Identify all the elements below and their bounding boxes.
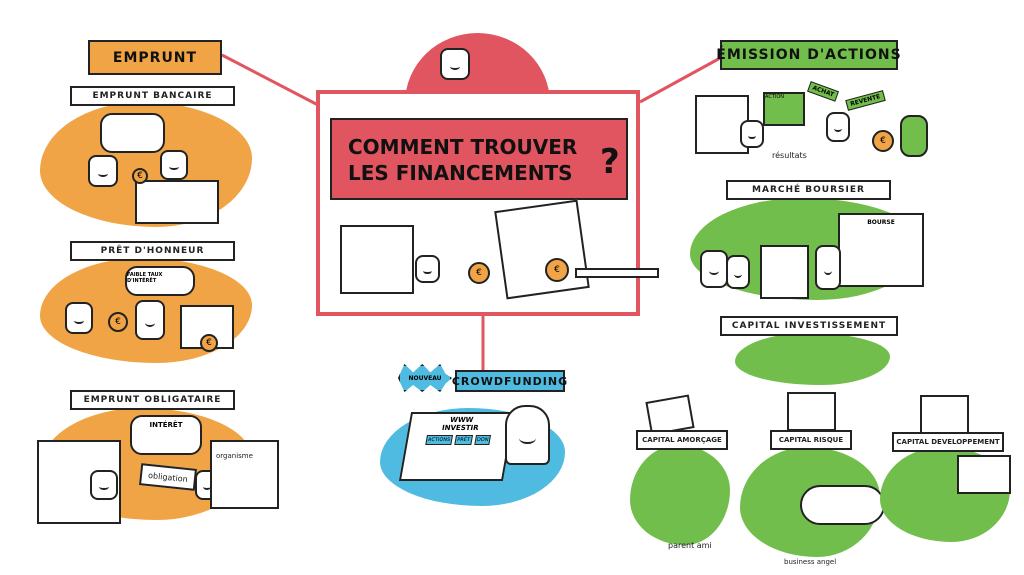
character (726, 255, 750, 289)
money-bag-icon: € (132, 168, 148, 184)
factory-character (920, 395, 969, 434)
thought-bubble (800, 485, 885, 525)
bourse-building: BOURSE (838, 213, 924, 287)
money-bag-icon: € (200, 334, 218, 352)
investissement-blob (735, 333, 890, 385)
screen-url: WWW (449, 416, 474, 424)
title-line-1: COMMENT TROUVER (348, 135, 578, 159)
euro-coin-icon: € (545, 258, 569, 282)
user-character (505, 405, 550, 465)
don-button[interactable]: DON (473, 435, 492, 445)
factory-character (494, 199, 590, 300)
euro-coin-icon: € (468, 262, 490, 284)
investor-character (826, 112, 850, 142)
actions-button[interactable]: ACTIONS (425, 435, 454, 445)
emprunt-heading: EMPRUNT (88, 40, 222, 75)
character (65, 302, 93, 334)
money-bag-icon: € (108, 312, 128, 332)
title-question-mark: ? (600, 142, 620, 182)
emprunt-bancaire-ribbon: EMPRUNT BANCAIRE (70, 86, 235, 106)
screen-title: INVESTIR (441, 424, 480, 432)
action-certificates: ACTION (763, 92, 805, 126)
parent-ami-label: parent ami (668, 541, 712, 550)
bourse-label: BOURSE (867, 219, 895, 226)
character (700, 250, 728, 288)
trader-character (815, 245, 841, 290)
capital-risque-ribbon: CAPITAL RISQUE (770, 430, 852, 450)
character (135, 300, 165, 340)
business-angel-label: business angel (784, 558, 837, 566)
title-box: COMMENT TROUVER LES FINANCEMENTS ? (330, 118, 628, 200)
crowdfunding-heading: CROWDFUNDING (452, 370, 567, 392)
character (90, 470, 118, 500)
banker-character (88, 155, 118, 187)
speech-bubble (100, 113, 165, 153)
pret-honneur-ribbon: PRÊT D'HONNEUR (70, 241, 235, 261)
speech-bubble: FAIBLE TAUX D'INTÉRÊT (125, 266, 195, 296)
character (740, 120, 764, 148)
title-line-2: LES FINANCEMENTS (348, 161, 573, 185)
explorer-character (440, 48, 470, 80)
factory-character (787, 392, 836, 431)
borrower-character (160, 150, 188, 180)
desk (135, 180, 219, 224)
character (415, 255, 440, 283)
capital-amorcage-ribbon: CAPITAL AMORÇAGE (636, 430, 728, 450)
emprunt-obligataire-ribbon: EMPRUNT OBLIGATAIRE (70, 390, 235, 410)
machine-illustration (340, 225, 414, 294)
emission-actions-heading: ÉMISSION D'ACTIONS (716, 40, 901, 70)
marche-boursier-ribbon: MARCHÉ BOURSIER (726, 180, 891, 200)
pret-button[interactable]: PRÊT (454, 435, 473, 445)
resultats-label: résultats (772, 151, 807, 160)
buyer-character (900, 115, 928, 157)
laptop-screen: WWW INVESTIR ACTIONS PRÊT DON (398, 412, 516, 481)
organisme-building: organisme (210, 440, 279, 509)
factory-character (760, 245, 809, 299)
capital-developpement-ribbon: CAPITAL DEVELOPPEMENT (892, 432, 1004, 452)
world-map (957, 455, 1011, 494)
organisme-label: organisme (216, 452, 253, 460)
euro-coin-icon: € (872, 130, 894, 152)
amorcage-blob (630, 445, 730, 545)
speech-bubble: INTÉRÊT (130, 415, 202, 455)
capital-investissement-ribbon: CAPITAL INVESTISSEMENT (720, 316, 898, 336)
conveyor-belt (575, 268, 659, 278)
